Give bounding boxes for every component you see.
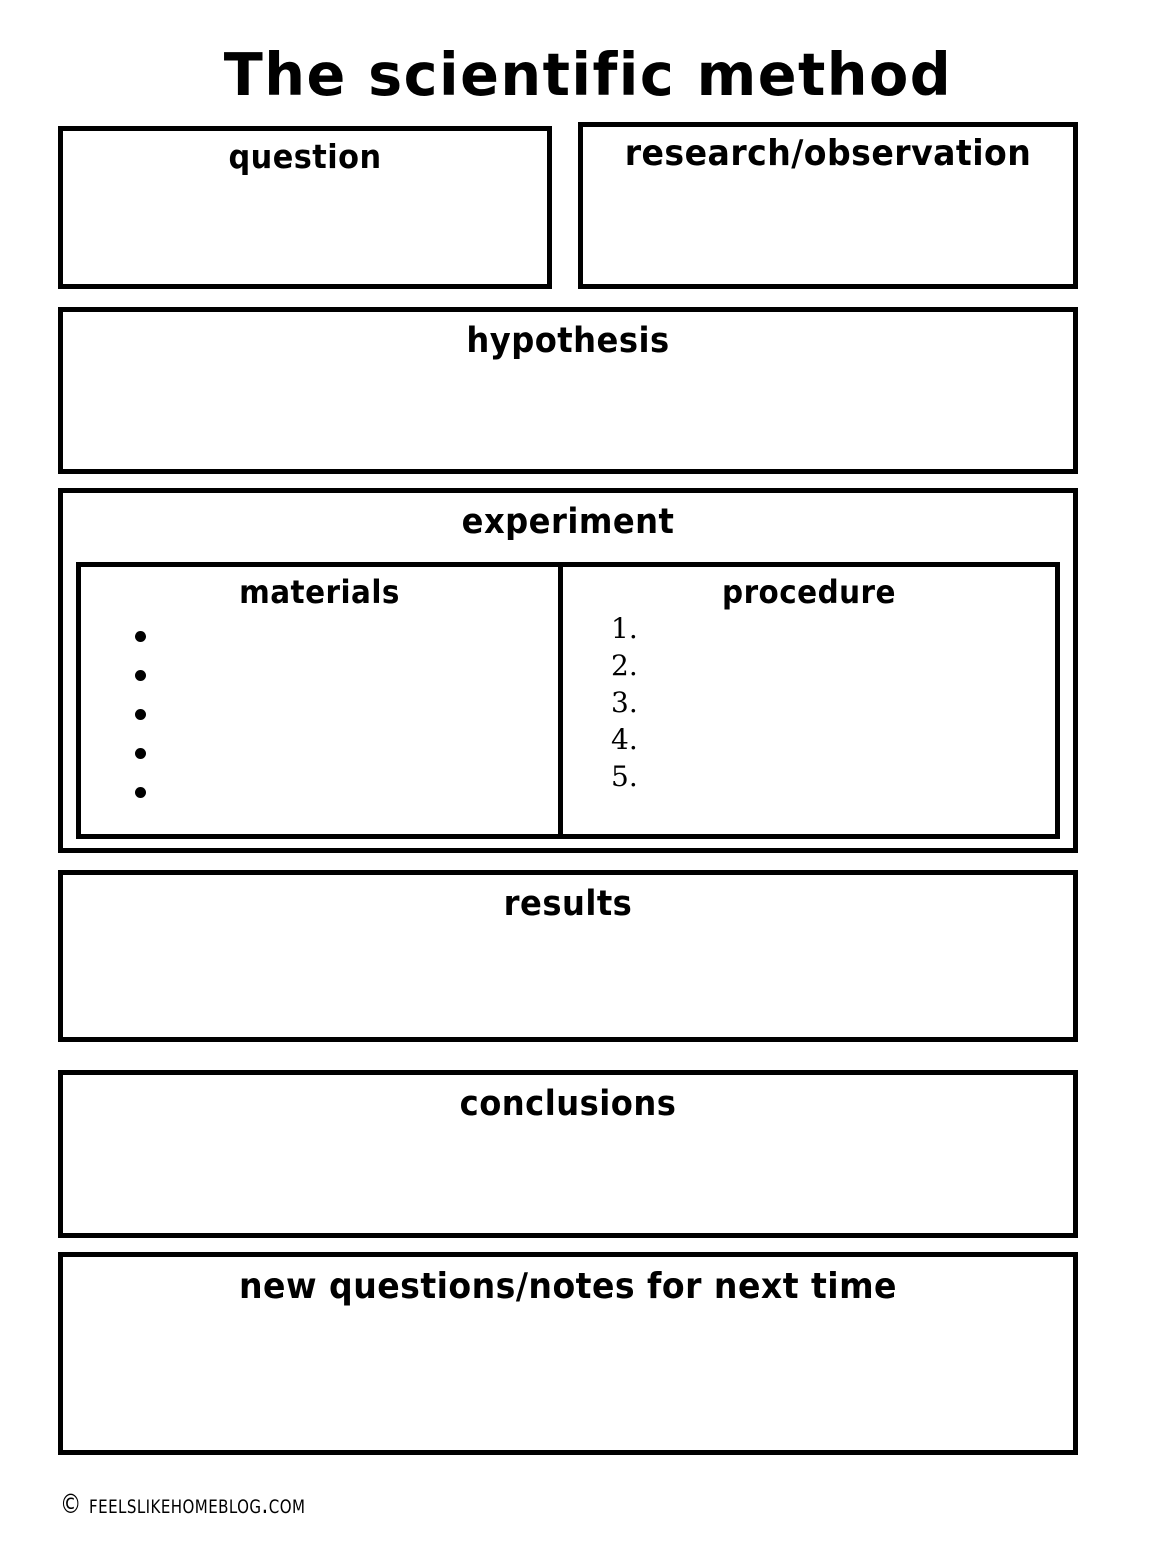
bullet-dot-icon — [135, 787, 146, 798]
materials-bullet-item[interactable] — [135, 703, 146, 742]
materials-bullet-item[interactable] — [135, 781, 146, 820]
experiment-header: experiment — [461, 502, 675, 542]
materials-bullet-list[interactable] — [135, 625, 146, 820]
footer-credit: © feelslikehomeblog.com — [60, 1489, 306, 1520]
results-box[interactable]: results — [58, 870, 1078, 1042]
procedure-numbered-list[interactable]: 1. 2. 3. 4. 5. — [611, 613, 638, 798]
hypothesis-box[interactable]: hypothesis — [58, 307, 1078, 474]
bullet-dot-icon — [135, 748, 146, 759]
procedure-list-item[interactable]: 1. — [611, 612, 638, 645]
question-box[interactable]: question — [58, 126, 552, 289]
new-questions-box[interactable]: new questions/notes for next time — [58, 1252, 1078, 1455]
procedure-column[interactable]: procedure 1. 2. 3. 4. 5. — [563, 567, 1055, 834]
conclusions-header: conclusions — [459, 1084, 677, 1124]
question-header: question — [228, 137, 382, 176]
materials-bullet-item[interactable] — [135, 625, 146, 664]
page-title: The scientific method — [223, 40, 953, 109]
procedure-list-item[interactable]: 4. — [611, 723, 638, 756]
materials-bullet-item[interactable] — [135, 742, 146, 781]
materials-column[interactable]: materials — [81, 567, 563, 834]
experiment-inner-box: materials procedure 1. 2. 3. 4. 5. — [76, 562, 1060, 839]
research-observation-box[interactable]: research/observation — [578, 122, 1078, 289]
bullet-dot-icon — [135, 709, 146, 720]
experiment-box[interactable]: experiment materials procedure 1. 2. 3. 4. 5… — [58, 488, 1078, 853]
materials-header: materials — [239, 573, 400, 611]
procedure-list-item[interactable]: 2. — [611, 649, 638, 682]
materials-bullet-item[interactable] — [135, 664, 146, 703]
procedure-header: procedure — [722, 573, 896, 611]
new-questions-header: new questions/notes for next time — [239, 1266, 897, 1307]
results-header: results — [503, 884, 633, 924]
procedure-list-item[interactable]: 5. — [611, 760, 638, 793]
bullet-dot-icon — [135, 670, 146, 681]
hypothesis-header: hypothesis — [466, 321, 670, 361]
bullet-dot-icon — [135, 631, 146, 642]
research-observation-header: research/observation — [624, 133, 1032, 174]
conclusions-box[interactable]: conclusions — [58, 1070, 1078, 1238]
procedure-list-item[interactable]: 3. — [611, 686, 638, 719]
